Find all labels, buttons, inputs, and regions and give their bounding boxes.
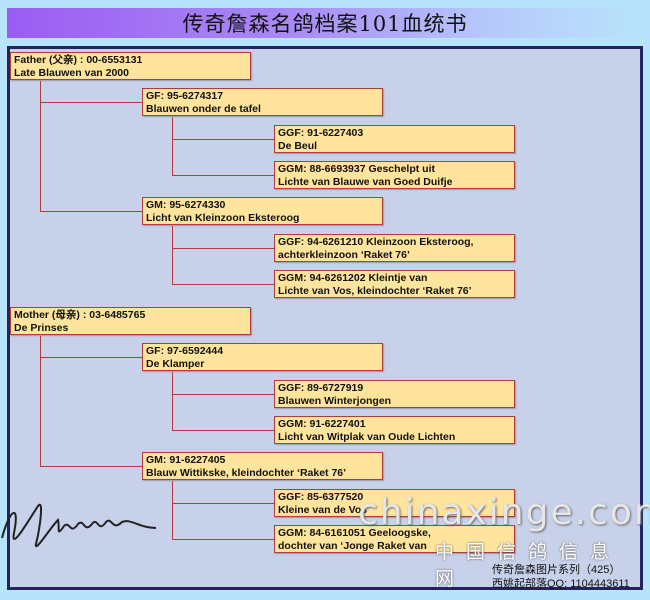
connector — [172, 248, 274, 249]
watermark-name: 中国信鸽信息网 — [435, 542, 622, 590]
ring-number: GGF: 91-6227403 — [278, 127, 364, 139]
watermark-series: 传奇詹森图片系列（425） — [492, 564, 621, 576]
ring-number: GGF: 89-6727919 — [278, 382, 364, 394]
connector — [172, 372, 173, 431]
bird-name: Licht van Kleinzoon Eksteroog — [146, 212, 300, 224]
bird-name: Blauw Wittikske, kleindochter ‘Raket 76’ — [146, 467, 347, 479]
connector — [172, 117, 173, 176]
ggm-box: GGM: 84-6161051 Geeloogske,dochter van ‘… — [274, 525, 515, 553]
ring-number: GM: 91-6227405 — [146, 454, 226, 466]
ring-number: GGF: 94-6261210 Kleinzoon Eksteroog, — [278, 236, 474, 248]
ring-number: GGM: 88-6693937 Geschelpt uit — [278, 163, 435, 175]
ring-number: GGM: 91-6227401 — [278, 418, 366, 430]
bird-name: Licht van Witplak van Oude Lichten — [278, 431, 456, 443]
connector — [172, 430, 274, 431]
bird-name: Lichte van Blauwe van Goed Duifje — [278, 176, 453, 188]
bird-name: Blauwen Winterjongen — [278, 395, 392, 407]
connector — [172, 139, 274, 140]
bird-name: Lichte van Vos, kleindochter ‘Raket 76’ — [278, 285, 472, 297]
connector — [40, 466, 142, 467]
watermark-site: chinaxinge.com — [358, 492, 650, 533]
bird-name: Late Blauwen van 2000 — [14, 67, 129, 79]
ring-number: GGM: 94-6261202 Kleintje van — [278, 272, 428, 284]
page-title: 传奇詹森名鸽档案101血统书 — [7, 8, 643, 38]
ring-number: GGF: 85-6377520 — [278, 491, 364, 503]
connector — [172, 394, 274, 395]
connector — [40, 102, 142, 103]
watermark-qq: 西姚起部落QQ: 1104443611 — [492, 578, 630, 590]
connector — [40, 211, 142, 212]
connector — [172, 481, 173, 540]
bird-name: achterkleinzoon ‘Raket 76’ — [278, 249, 410, 261]
bird-name: De Klamper — [146, 358, 205, 370]
bird-name: De Prinses — [14, 322, 69, 334]
bird-name: De Beul — [278, 140, 318, 152]
ring-number: GM: 95-6274330 — [146, 199, 226, 211]
connector — [172, 226, 173, 285]
connector — [40, 336, 41, 467]
ggf-box: GGF: 94-6261210 Kleinzoon Eksteroog,acht… — [274, 234, 515, 262]
bird-name: dochter van ‘Jonge Raket van — [278, 540, 427, 552]
ring-number: GGM: 84-6161051 Geeloogske, — [278, 527, 431, 539]
ring-number: GF: 95-6274317 — [146, 90, 224, 102]
ring-number: GF: 97-6592444 — [146, 345, 224, 357]
connector — [40, 81, 41, 212]
ring-number: Mother (母亲) : 03-6485765 — [14, 309, 146, 321]
connector — [172, 284, 274, 285]
ring-number: Father (父亲) : 00-6553131 — [14, 54, 143, 66]
connector — [172, 175, 274, 176]
connector — [172, 539, 274, 540]
bird-name: Kleine van de Vos — [278, 504, 368, 516]
bird-name: Blauwen onder de tafel — [146, 103, 261, 115]
connector — [40, 357, 142, 358]
connector — [172, 503, 274, 504]
signature-icon — [1, 503, 157, 548]
